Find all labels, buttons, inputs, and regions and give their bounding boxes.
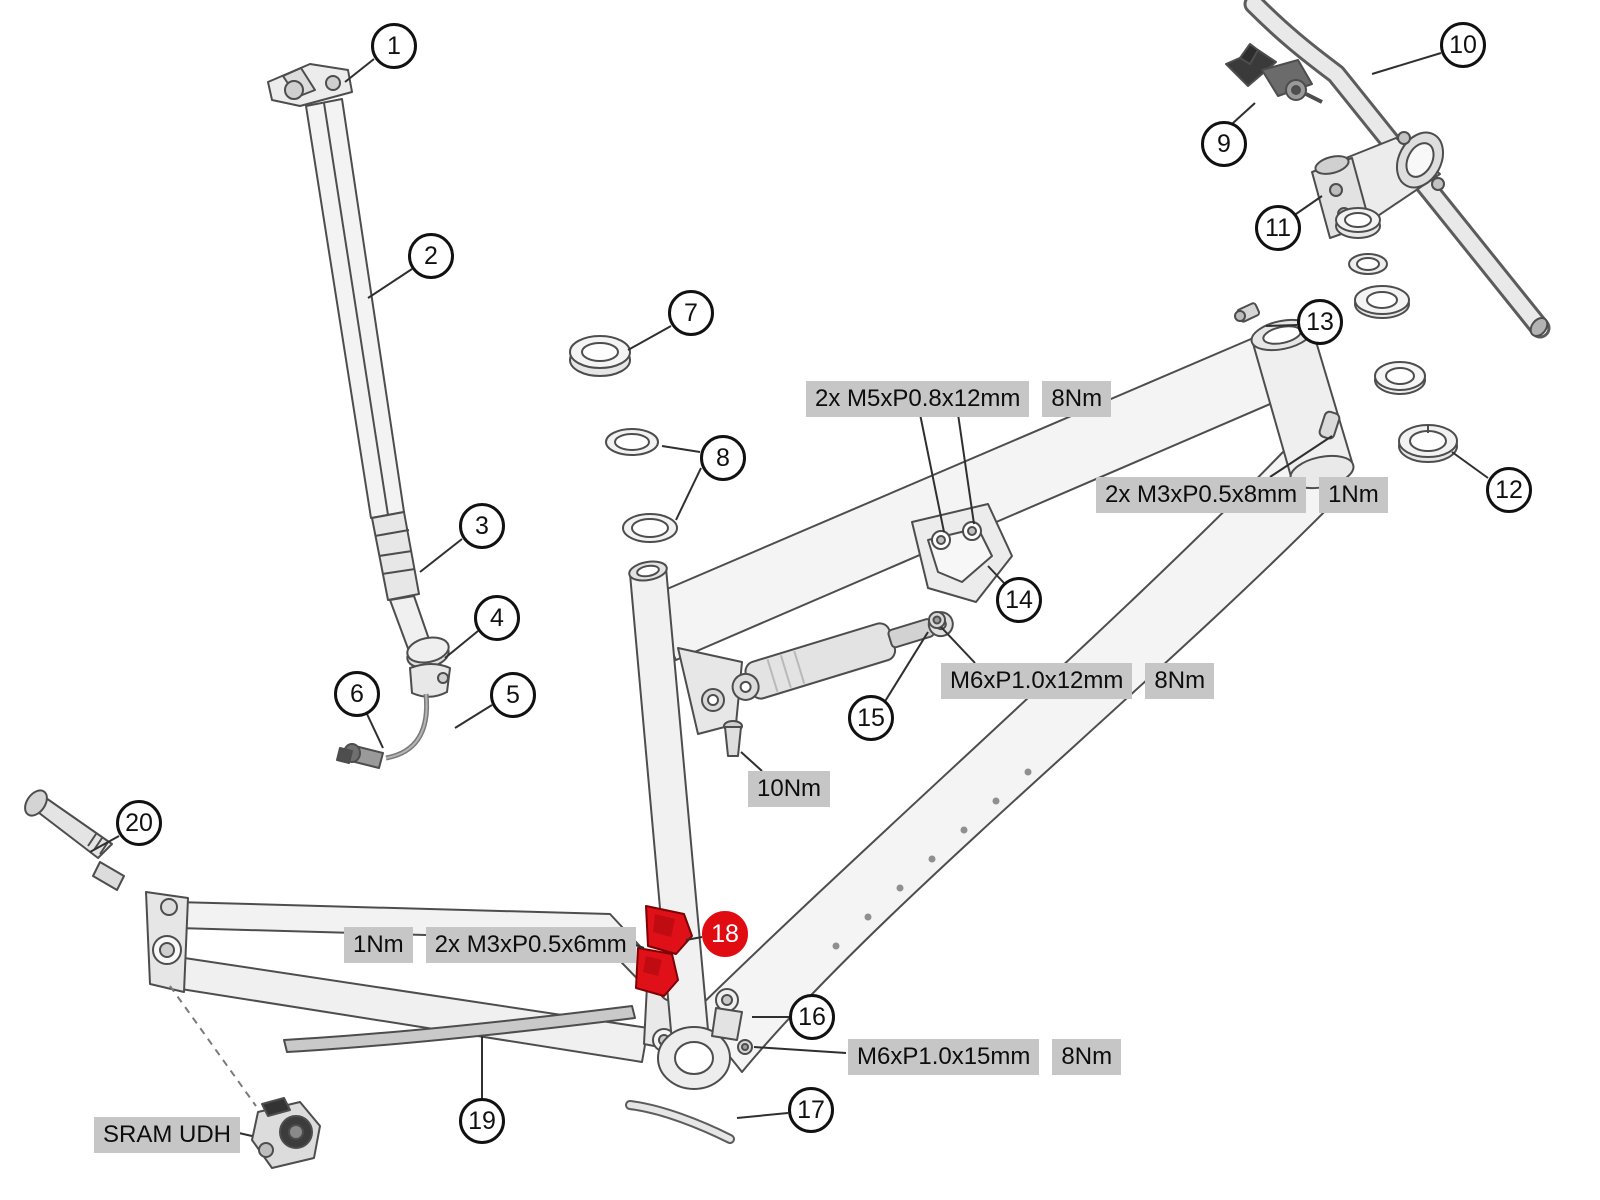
leader-line [661, 445, 701, 453]
leader-line [367, 268, 413, 299]
leader-line [675, 467, 702, 521]
leader-line [740, 751, 763, 772]
swingarm-art [145, 891, 691, 1063]
leader-line [1265, 324, 1298, 327]
leader-line [685, 936, 703, 941]
leader-line [957, 413, 975, 525]
leader-line [940, 626, 976, 664]
lower-guide-art [711, 988, 753, 1055]
leader-line [366, 713, 384, 749]
leader-line [344, 58, 375, 83]
leader-line [919, 413, 945, 533]
shock-art [677, 611, 954, 757]
shifter-art [1225, 43, 1323, 104]
thru-axle-art [24, 789, 125, 891]
leader-line [1451, 451, 1489, 479]
leader-line [736, 1112, 789, 1119]
leader-line [1295, 195, 1323, 215]
leader-line [454, 704, 493, 729]
leader-line [1269, 435, 1333, 478]
handlebar-art [1243, 0, 1551, 339]
headset-stack-art [1335, 207, 1458, 463]
leader-line [89, 835, 120, 853]
mount-plate-art [911, 503, 1013, 603]
leader-line [1371, 52, 1442, 75]
leader-line [444, 630, 479, 659]
leader-line [229, 1130, 253, 1137]
leader-line [753, 1046, 847, 1054]
seatpost-art [267, 63, 451, 769]
leader-line [883, 631, 929, 704]
tube-part-art [625, 1100, 735, 1144]
headset-rings-art [569, 335, 678, 543]
leader-line [419, 538, 463, 573]
highlighted-part-art [635, 905, 693, 997]
stem-art [1311, 131, 1445, 239]
leader-line [987, 565, 1005, 584]
leader-line [629, 942, 645, 949]
leader-line [1232, 102, 1256, 124]
udh-hanger-art [169, 985, 321, 1169]
leader-line [627, 325, 672, 351]
